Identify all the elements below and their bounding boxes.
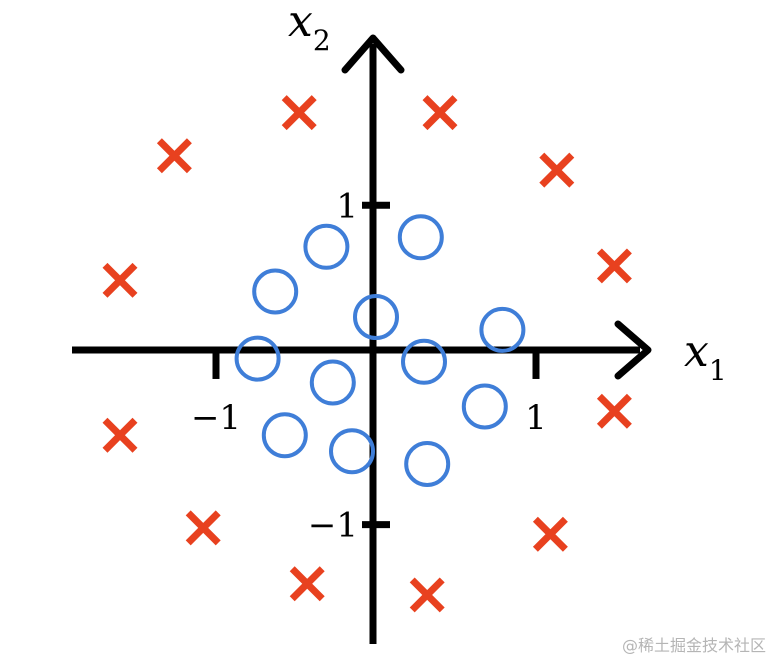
- cross-marker: [596, 393, 632, 429]
- cross-marker: [102, 417, 138, 453]
- cross-marker: [596, 248, 632, 284]
- y-axis-label-main: x: [288, 0, 313, 47]
- x-axis-label-subscript: 1: [709, 354, 727, 387]
- x-tick-label: −1: [191, 398, 241, 438]
- circle-marker: [397, 214, 444, 261]
- circle-marker: [261, 412, 308, 459]
- x-axis-label: x1: [684, 326, 727, 387]
- y-axis-arrow: [341, 34, 405, 74]
- y-axis-label: x2: [288, 0, 331, 57]
- x-tick-label: 1: [525, 398, 547, 438]
- cross-marker: [422, 95, 458, 131]
- y-axis-label-subscript: 2: [313, 24, 331, 57]
- watermark: @稀土掘金技术社区: [621, 636, 766, 655]
- circle-marker: [401, 338, 447, 385]
- circle-marker: [252, 268, 299, 315]
- circle-marker: [234, 335, 281, 382]
- circle-marker: [329, 428, 375, 475]
- y-tick-label: 1: [336, 186, 358, 226]
- circle-marker: [309, 359, 356, 406]
- axes: [72, 34, 652, 644]
- circle-marker: [479, 306, 526, 353]
- cross-marker: [532, 516, 568, 552]
- ticks: −1 1 1 −1: [191, 186, 547, 545]
- cross-marker: [156, 138, 192, 174]
- cross-marker: [409, 577, 445, 613]
- x-axis-arrow: [614, 320, 652, 380]
- cross-marker: [102, 262, 138, 298]
- data-marks: [102, 95, 632, 613]
- cross-marker: [281, 95, 317, 131]
- cross-marker: [289, 566, 325, 602]
- circle-marker: [303, 223, 350, 270]
- x-axis-label-main: x: [684, 326, 709, 377]
- y-tick-label: −1: [308, 506, 358, 546]
- circle-marker: [461, 383, 508, 430]
- circle-marker: [404, 440, 451, 487]
- circle-marker: [353, 294, 399, 341]
- cross-marker: [539, 152, 575, 188]
- cross-marker: [185, 510, 221, 546]
